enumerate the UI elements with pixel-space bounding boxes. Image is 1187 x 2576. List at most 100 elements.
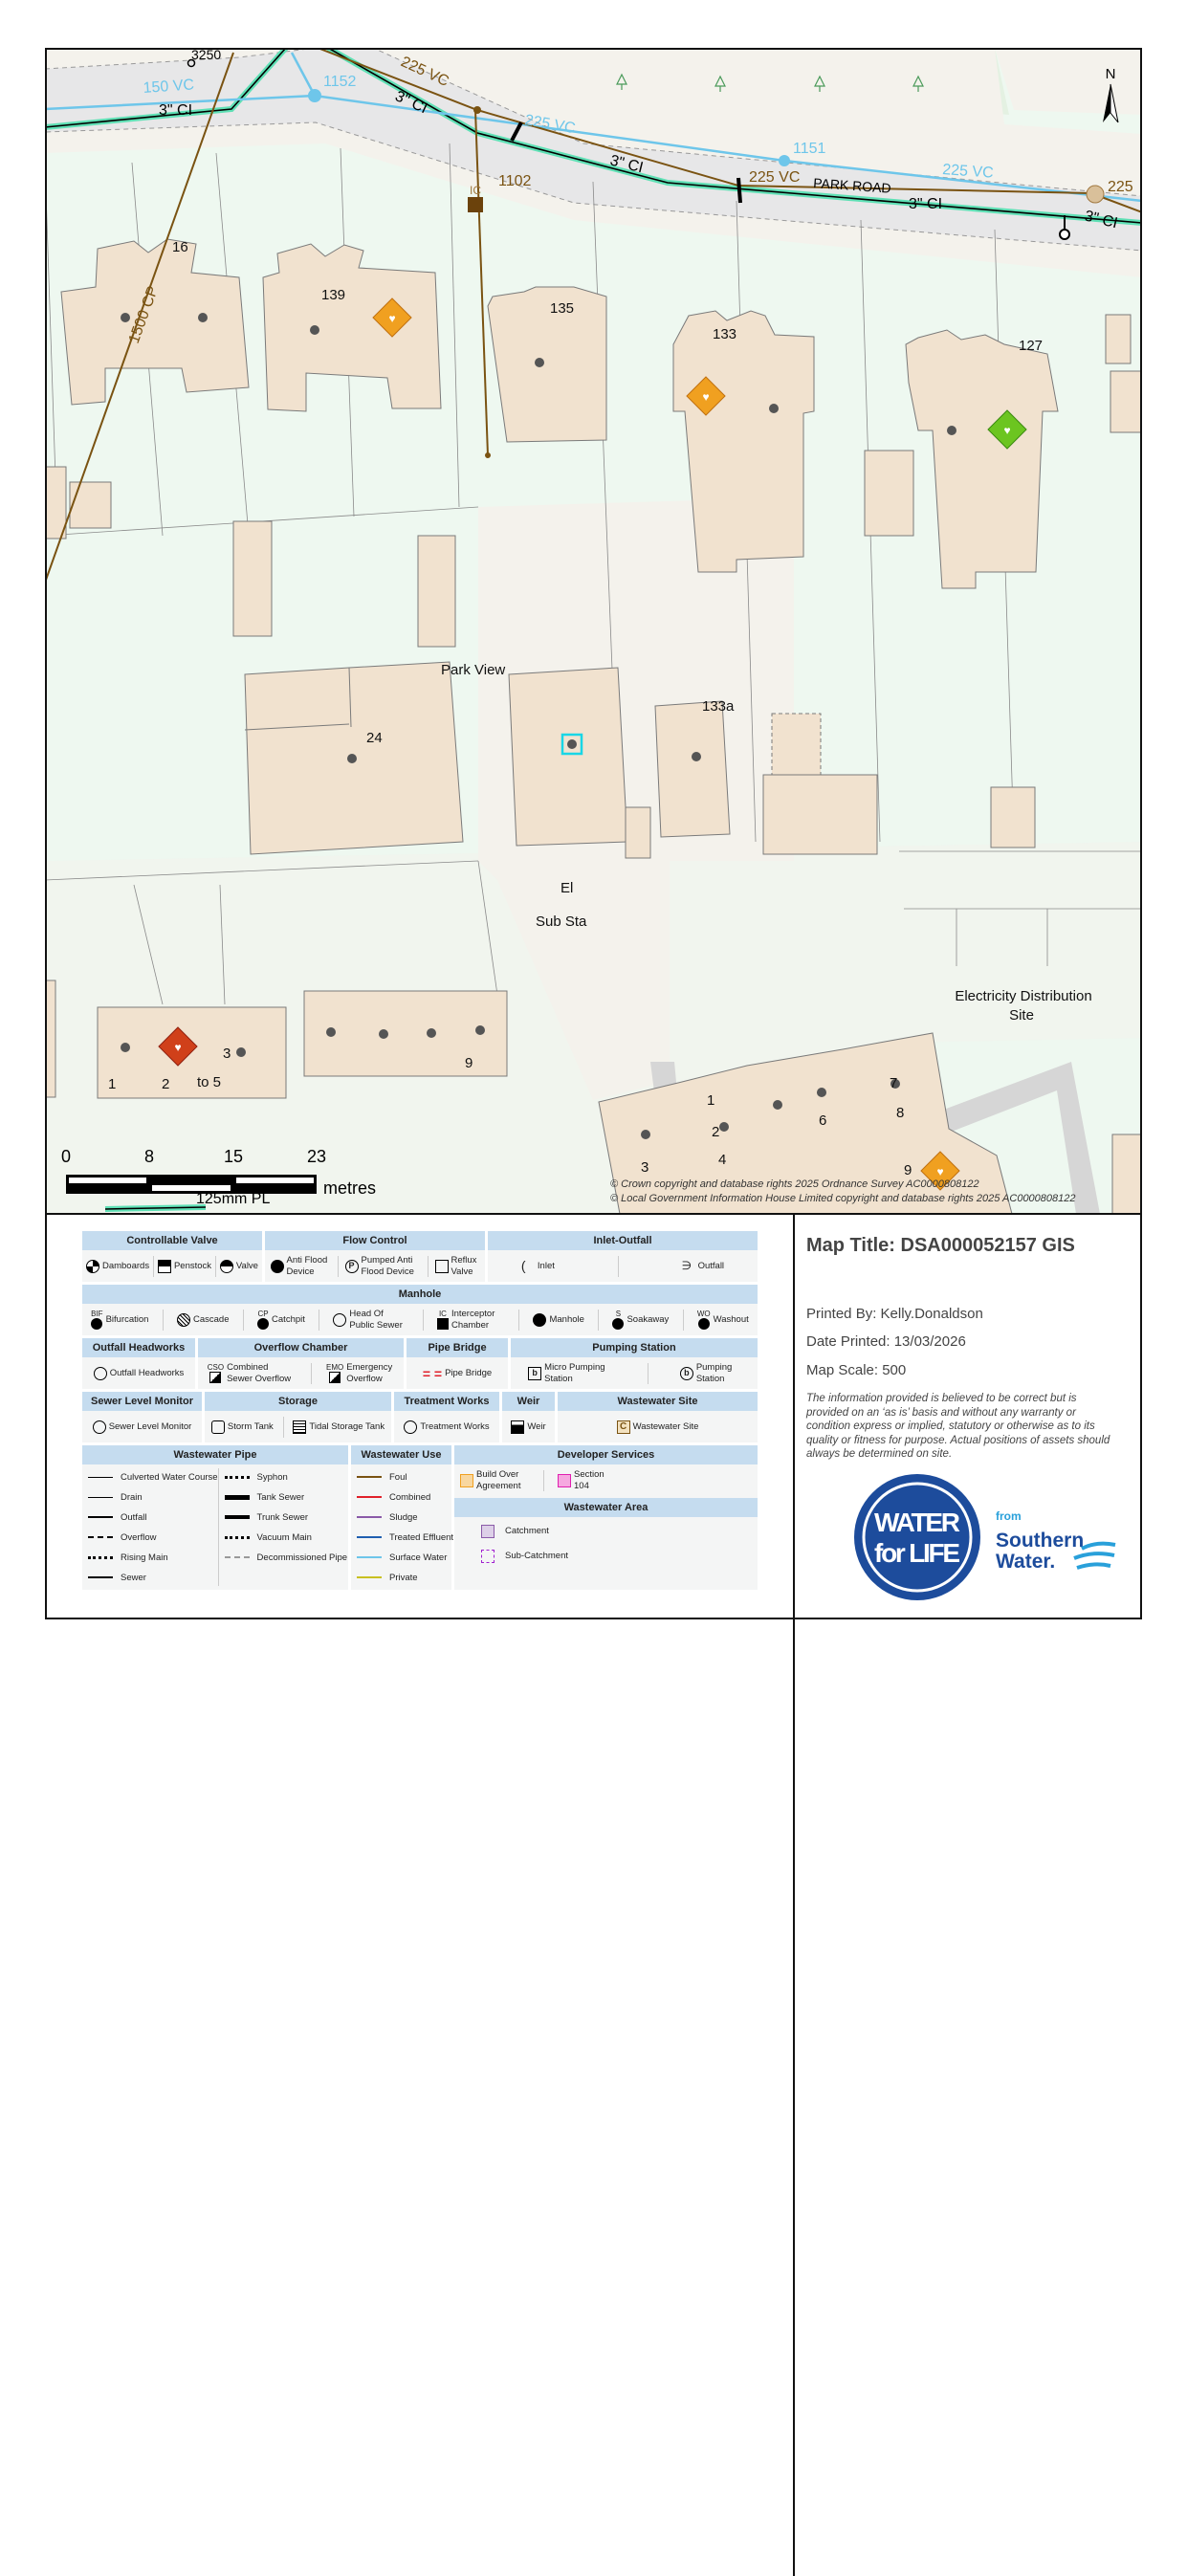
north-arrow: N — [1103, 66, 1119, 123]
outbuilding — [417, 535, 456, 648]
pipe-network[interactable] — [45, 48, 1142, 1212]
legend-label: Pumped Anti Flood Device — [361, 1254, 414, 1277]
legend-section-title: Pipe Bridge — [407, 1338, 508, 1357]
cascade-icon — [177, 1312, 190, 1327]
legend-label: Tank Sewer — [256, 1491, 305, 1503]
legend-label: Drain — [121, 1491, 143, 1503]
legend-label: Inlet — [537, 1260, 555, 1271]
surface-water-sewer — [45, 94, 1142, 203]
title-block: Map Title: DSA000052157 GIS Printed By: … — [795, 1214, 1142, 1619]
legend-code: CSO — [207, 1362, 225, 1372]
svg-text:♥: ♥ — [174, 1041, 181, 1054]
culverted-line-icon — [88, 1476, 113, 1478]
copyright-notice: © Crown copyright and database rights 20… — [610, 1178, 1076, 1204]
legend-label: Micro Pumping Station — [544, 1361, 605, 1384]
legend-label: Outfall — [697, 1260, 725, 1271]
valve-icon — [219, 1259, 233, 1273]
outbuilding — [990, 786, 1036, 848]
interceptor-chamber-icon[interactable] — [468, 197, 483, 212]
outbuilding — [1110, 370, 1142, 433]
pumped-anti-flood-icon: P — [344, 1259, 359, 1273]
outbuilding — [625, 806, 651, 859]
legend-label: Sludge — [389, 1511, 418, 1523]
logo-text: Water. — [996, 1551, 1055, 1573]
treatment-works-icon — [404, 1420, 418, 1434]
legend-label: Sub-Catchment — [505, 1551, 569, 1561]
legend-label: Reflux Valve — [451, 1254, 477, 1277]
soakaway-icon — [612, 1317, 625, 1330]
pipe-label: 3" CI — [909, 196, 942, 212]
legend-label: Damboards — [101, 1260, 150, 1271]
pl-main-line — [104, 1206, 207, 1210]
house-number: 9 — [904, 1162, 912, 1178]
building-133 — [672, 310, 815, 573]
tree-icon — [814, 75, 825, 92]
pipe-label: 225 VC — [942, 162, 994, 182]
water-for-life-logo: WATER for LIFE from Southern Water. — [854, 1474, 1116, 1600]
legend-label: Anti Flood Device — [286, 1254, 328, 1277]
foul-manhole-1102[interactable] — [473, 106, 481, 114]
legend-section-title: Wastewater Area — [454, 1498, 758, 1517]
legend-wastewater-pipe: Wastewater Pipe Culverted Water Course D… — [82, 1445, 348, 1590]
house-number: 2 — [162, 1076, 169, 1092]
legend-label: Manhole — [549, 1313, 584, 1325]
legend-label: Sewer — [121, 1572, 146, 1583]
map-view[interactable]: ♥♥♥♥♥ 3250 150 VC 3" CI 1152 225 VC 3" C… — [45, 48, 1142, 1214]
legend-controllable-valve: Controllable Valve Damboards Penstock Va… — [82, 1231, 262, 1282]
build-over-icon — [460, 1473, 473, 1487]
legend-weir: Weir Weir — [502, 1392, 555, 1442]
legend-label: Foul — [389, 1471, 407, 1483]
map-legend: Controllable Valve Damboards Penstock Va… — [82, 1231, 758, 1593]
house-number: 6 — [819, 1112, 826, 1129]
surface-water-lateral — [290, 52, 317, 97]
surface-water-manhole-1151[interactable] — [779, 155, 790, 166]
node-3250[interactable] — [187, 58, 196, 68]
outbuilding — [771, 713, 822, 778]
logo-text: for LIFE — [874, 1538, 960, 1568]
legend-developer-services: Developer Services Build Over Agreement … — [454, 1445, 758, 1590]
outfall-headworks-icon[interactable] — [1086, 185, 1105, 204]
legend-section-title: Wastewater Use — [351, 1445, 451, 1464]
selected-asset-highlight[interactable] — [561, 733, 583, 756]
surface-water-manhole-1152[interactable] — [308, 89, 321, 102]
outbuilding — [45, 466, 67, 539]
house-number: 1 — [108, 1076, 116, 1092]
manhole-icon — [533, 1312, 547, 1327]
legend-section-title: Flow Control — [265, 1231, 485, 1250]
legend-label: Decommissioned Pipe — [256, 1552, 348, 1563]
legend-label: Emergency Overflow — [346, 1361, 393, 1384]
legend-code: EMO — [326, 1362, 344, 1372]
heart-marker-orange — [920, 1151, 960, 1191]
legend-treatment-works: Treatment Works Treatment Works — [394, 1392, 499, 1442]
legend-section-title: Manhole — [82, 1285, 758, 1304]
legend-pipe-bridge: Pipe Bridge = =Pipe Bridge — [407, 1338, 508, 1389]
svg-text:♥: ♥ — [702, 390, 709, 404]
trunk-sewer-line-icon — [224, 1515, 250, 1519]
house-number: 4 — [718, 1152, 726, 1168]
map-canvas[interactable]: ♥♥♥♥♥ 3250 150 VC 3" CI 1152 225 VC 3" C… — [45, 48, 1142, 1214]
map-frame — [45, 48, 1142, 1619]
house-number: 127 — [1019, 338, 1043, 354]
outbuilding — [762, 774, 878, 855]
house-number: 1 — [707, 1092, 714, 1109]
legend-label: Catchpit — [272, 1313, 305, 1325]
hydrant-icon[interactable] — [1059, 229, 1070, 240]
interceptor-chamber-icon — [436, 1317, 449, 1330]
legend-label: Bifurcation — [105, 1313, 149, 1325]
place-label: Site — [1009, 1007, 1034, 1024]
heart-marker-orange — [372, 297, 412, 338]
legend-wastewater-use: Wastewater Use Foul Combined Sludge Trea… — [351, 1445, 453, 1590]
section-104-icon — [558, 1473, 571, 1487]
scale-bar: 0 8 15 23 metres — [61, 1147, 376, 1198]
svg-text:♥: ♥ — [936, 1165, 943, 1178]
sewer-level-monitor-icon — [92, 1420, 106, 1434]
legend-label: Catchment — [505, 1526, 549, 1536]
valve-marker — [510, 121, 523, 142]
heart-marker-red — [158, 1026, 198, 1067]
svg-text:♥: ♥ — [388, 312, 395, 325]
storm-tank-icon — [210, 1420, 225, 1434]
legend-section-title: Sewer Level Monitor — [82, 1392, 202, 1411]
legend-inlet-outfall: Inlet-Outfall (Inlet ∋Outfall — [488, 1231, 758, 1282]
build-over-markers[interactable]: ♥♥♥♥♥ — [158, 297, 1027, 1191]
